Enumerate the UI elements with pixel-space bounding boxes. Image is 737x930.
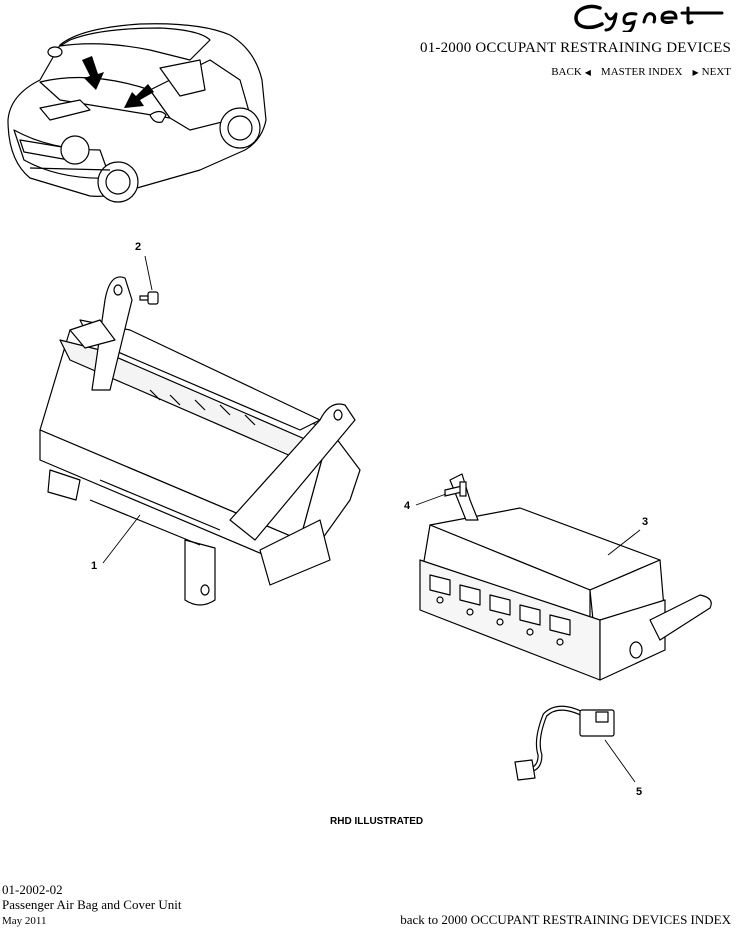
airbag-module-drawing — [419, 473, 712, 681]
master-index-link[interactable]: MASTER INDEX — [601, 66, 683, 78]
procedure-name: Passenger Air Bag and Cover Unit — [2, 897, 182, 912]
wiring-harness-drawing — [514, 705, 615, 781]
screw-part-4 — [444, 481, 467, 497]
triangle-right-icon: ▶ — [692, 67, 699, 77]
bolt-part-2 — [139, 291, 159, 305]
locator-arrow-1 — [82, 56, 104, 90]
leader-lines — [102, 255, 641, 783]
master-index-label: MASTER INDEX — [600, 66, 683, 78]
cover-unit-bracket-drawing — [39, 276, 361, 606]
locator-arrow-2 — [124, 84, 154, 108]
back-link[interactable]: BACK ◀ — [551, 66, 591, 78]
section-title: 01-2000 OCCUPANT RESTRAINING DEVICES — [420, 40, 731, 56]
next-link[interactable]: ▶ NEXT — [693, 66, 731, 78]
triangle-left-icon: ◀ — [584, 67, 591, 77]
next-label: NEXT — [701, 66, 731, 78]
vehicle-locator-illustration — [7, 23, 267, 203]
illustration-caption: RHD ILLUSTRATED — [330, 816, 424, 827]
back-label: BACK — [551, 66, 582, 78]
parts-illustration — [7, 23, 712, 783]
page-navigation: BACK ◀ MASTER INDEX ▶ NEXT — [551, 66, 731, 78]
back-to-index-link[interactable]: back to 2000 OCCUPANT RESTRAINING DEVICE… — [400, 912, 731, 927]
procedure-code: 01-2002-02 — [2, 882, 63, 897]
publication-date: May 2011 — [2, 915, 47, 927]
cygnet-logo — [574, 4, 724, 32]
